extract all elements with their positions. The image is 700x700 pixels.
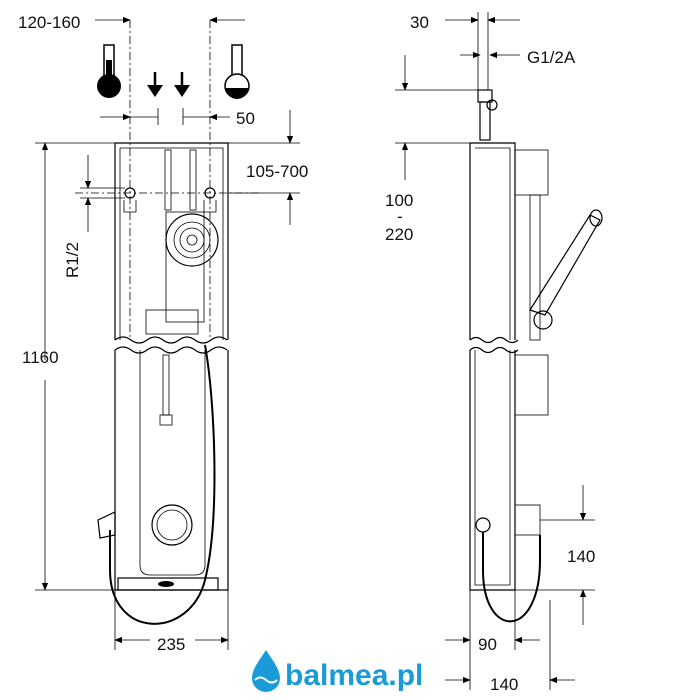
dim-thread-front: R1/2 (63, 242, 82, 278)
dim-hose-height: 140 (567, 547, 595, 566)
dimension-depth: 90 (445, 590, 551, 690)
water-drop-icon (252, 650, 280, 692)
side-panel-inner-outline (474, 147, 511, 586)
front-panel-inner-outline (119, 147, 224, 340)
rail-bottom-bracket (514, 354, 549, 416)
balmea-logo: balmea.pl (252, 650, 423, 692)
dim-inlet-offset: 50 (236, 109, 255, 128)
flow-down-arrows-icon (147, 72, 190, 97)
dimension-hot-cold-spacing: 120-160 (18, 13, 245, 32)
front-view: 120-160 50 105-700 R1/2 1160 (18, 13, 308, 654)
front-panel-outline-top (114, 142, 229, 340)
break-line (469, 336, 519, 344)
dim-width: 235 (157, 635, 185, 654)
dimension-hose-height: 140 (515, 485, 595, 625)
dimension-thread-front: R1/2 (63, 155, 125, 278)
side-shower-holder (533, 310, 553, 330)
side-panel-outline-bottom (469, 350, 516, 591)
dim-height: 1160 (22, 348, 59, 367)
side-hose-connector (475, 517, 491, 533)
bottom-tray (117, 577, 219, 591)
dimension-total-depth: 140 (445, 675, 575, 694)
inlet-valve (477, 89, 498, 141)
dimension-width: 235 (114, 590, 229, 654)
dimension-thread-side: G1/2A (460, 48, 576, 67)
front-panel-recess (139, 350, 206, 576)
thermostat-knob (151, 504, 193, 546)
dimension-inlet-height-range: 105-700 (228, 110, 308, 225)
shower-holder (145, 309, 199, 335)
break-line (114, 346, 228, 354)
hot-thermometer-icon (224, 44, 250, 99)
dim-thread-side: G1/2A (527, 48, 576, 67)
break-line (114, 336, 228, 344)
rail-top-bracket (514, 149, 549, 196)
dimension-height: 1160 (22, 142, 115, 591)
dimension-connection-width: 30 (410, 12, 520, 90)
side-panel-outline-top (469, 142, 516, 340)
dimension-inlet-offset: 50 (100, 108, 255, 128)
hose-outlet (514, 504, 541, 536)
dim-depth: 90 (478, 635, 497, 654)
rail-segment (164, 149, 172, 211)
shower-hose (109, 344, 216, 625)
logo-text: balmea.pl (285, 659, 423, 692)
dim-inlet-height-sep: - (397, 207, 403, 226)
dim-inlet-height-top: 100 (385, 191, 413, 210)
dim-connection-width: 30 (410, 13, 429, 32)
side-view: 30 G1/2A 100 - 220 140 90 (385, 12, 603, 694)
break-line (469, 346, 519, 354)
rail-segment (189, 149, 197, 211)
side-shower-head (589, 209, 603, 227)
dim-inlet-height-range: 105-700 (246, 162, 308, 181)
side-hand-shower (529, 214, 601, 316)
dim-inlet-height-bottom: 220 (385, 225, 413, 244)
rail-end (159, 414, 173, 426)
rail-segment (165, 211, 205, 323)
rail-segment (529, 194, 541, 341)
dimension-inlet-height: 100 - 220 (385, 55, 478, 244)
side-shower-hose (482, 532, 541, 623)
dim-hot-cold-spacing: 120-160 (18, 13, 80, 32)
centerlines (75, 20, 260, 340)
rail-segment (162, 354, 170, 416)
drain-outlet (158, 581, 174, 587)
cold-thermometer-icon (97, 44, 121, 98)
hose-connector (97, 511, 116, 539)
dim-total-depth: 140 (490, 675, 518, 694)
